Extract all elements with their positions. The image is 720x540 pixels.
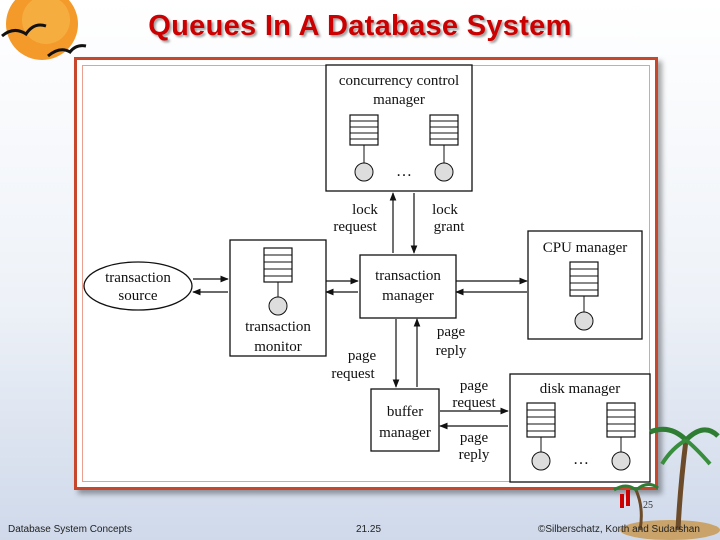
footer-center: 21.25 xyxy=(356,524,382,535)
seagull-logo-icon xyxy=(1,0,87,60)
lock-request-label-2: request xyxy=(333,219,377,235)
page-request-left-label-2: request xyxy=(331,366,375,382)
lock-request-label-1: lock xyxy=(352,202,378,218)
cpu-manager-box: CPU manager xyxy=(527,230,643,340)
slide-title: Queues In A Database System xyxy=(148,10,572,42)
page-reply-right-label-1: page xyxy=(460,430,489,446)
palm-tree-icon xyxy=(613,426,720,540)
page-reply-right-label-2: reply xyxy=(459,447,490,463)
concurrency-control-manager-box: concurrency control manager … xyxy=(325,64,473,192)
queue-icon xyxy=(429,114,459,182)
buffer-manager-label-1: buffer xyxy=(387,404,423,420)
page-request-right-label-2: request xyxy=(452,395,496,411)
footer-right: ©Silberschatz, Korth and Sudarshan xyxy=(538,524,700,535)
queue-icon xyxy=(349,114,379,182)
page-number: 25 xyxy=(643,500,653,511)
ccm-label-2: manager xyxy=(373,92,425,108)
transaction-source-label-2: source xyxy=(118,288,157,304)
transaction-manager-box: transaction manager xyxy=(359,254,457,319)
page-reply-top-label-2: reply xyxy=(436,343,467,359)
transaction-monitor-label-2: monitor xyxy=(254,339,302,355)
transaction-manager-label-1: transaction xyxy=(375,268,441,284)
disk-manager-ellipsis: … xyxy=(573,451,589,468)
transaction-monitor-label-1: transaction xyxy=(245,319,311,335)
cpu-manager-label: CPU manager xyxy=(543,240,628,256)
ccm-ellipsis: … xyxy=(396,163,412,180)
disk-manager-label: disk manager xyxy=(540,381,620,397)
transaction-manager-label-2: manager xyxy=(382,288,434,304)
lock-grant-label-2: grant xyxy=(434,219,466,235)
footer-left: Database System Concepts xyxy=(8,524,132,535)
transaction-source: transaction source xyxy=(83,261,193,311)
page-request-left-label-1: page xyxy=(348,348,377,364)
buffer-manager-box: buffer manager xyxy=(370,388,440,452)
transaction-monitor-box: transaction monitor xyxy=(229,239,327,357)
lock-grant-label-1: lock xyxy=(432,202,458,218)
transaction-source-label-1: transaction xyxy=(105,270,171,286)
disk-manager-box: disk manager … xyxy=(509,373,651,483)
ccm-label-1: concurrency control xyxy=(339,73,459,89)
page-request-right-label-1: page xyxy=(460,378,489,394)
buffer-manager-label-2: manager xyxy=(379,425,431,441)
page-reply-top-label-1: page xyxy=(437,324,466,340)
